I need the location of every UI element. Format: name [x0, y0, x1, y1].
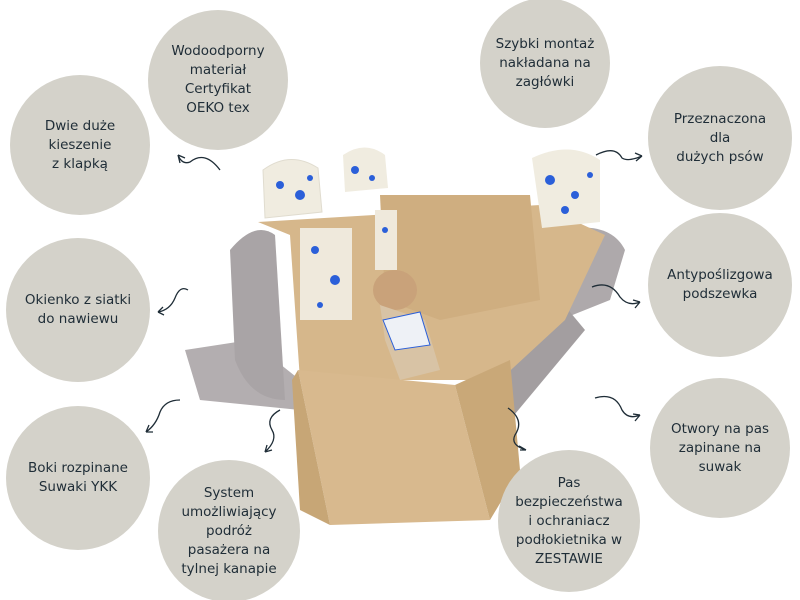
- feature-pockets: Dwie duże kieszenie z klapką: [10, 75, 150, 215]
- feature-seatbelt-set: Pas bezpieczeństwa i ochraniacz podłokie…: [498, 450, 640, 592]
- feature-passenger-system: System umożliwiający podróż pasażera na …: [158, 460, 300, 600]
- feature-large-dogs: Przeznaczona dla dużych psów: [648, 66, 792, 210]
- feature-text: Pas bezpieczeństwa i ochraniacz podłokie…: [515, 474, 623, 567]
- feature-text: Szybki montaż nakładana na zagłówki: [495, 35, 595, 90]
- feature-text: Wodoodporny materiał Certyfikat OEKO tex: [171, 43, 265, 116]
- feature-text: Dwie duże kieszenie z klapką: [44, 117, 116, 172]
- dog-head: [373, 270, 417, 310]
- feature-anti-slip: Antypoślizgowa podszewka: [648, 213, 792, 357]
- feature-text: Okienko z siatki do nawiewu: [24, 292, 132, 327]
- feature-text: System umożliwiający podróż pasażera na …: [181, 484, 277, 577]
- feature-waterproof: Wodoodporny materiał Certyfikat OEKO tex: [148, 10, 288, 150]
- feature-quick-mount: Szybki montaż nakładana na zagłówki: [480, 0, 610, 128]
- feature-text: Boki rozpinane Suwaki YKK: [28, 460, 128, 495]
- feature-text: Otwory na pas zapinane na suwak: [670, 420, 770, 475]
- feature-belt-holes: Otwory na pas zapinane na suwak: [650, 378, 790, 518]
- feature-mesh-window: Okienko z siatki do nawiewu: [6, 238, 150, 382]
- feature-side-zippers: Boki rozpinane Suwaki YKK: [6, 406, 150, 550]
- feature-text: Przeznaczona dla dużych psów: [673, 110, 767, 165]
- feature-text: Antypoślizgowa podszewka: [667, 267, 773, 302]
